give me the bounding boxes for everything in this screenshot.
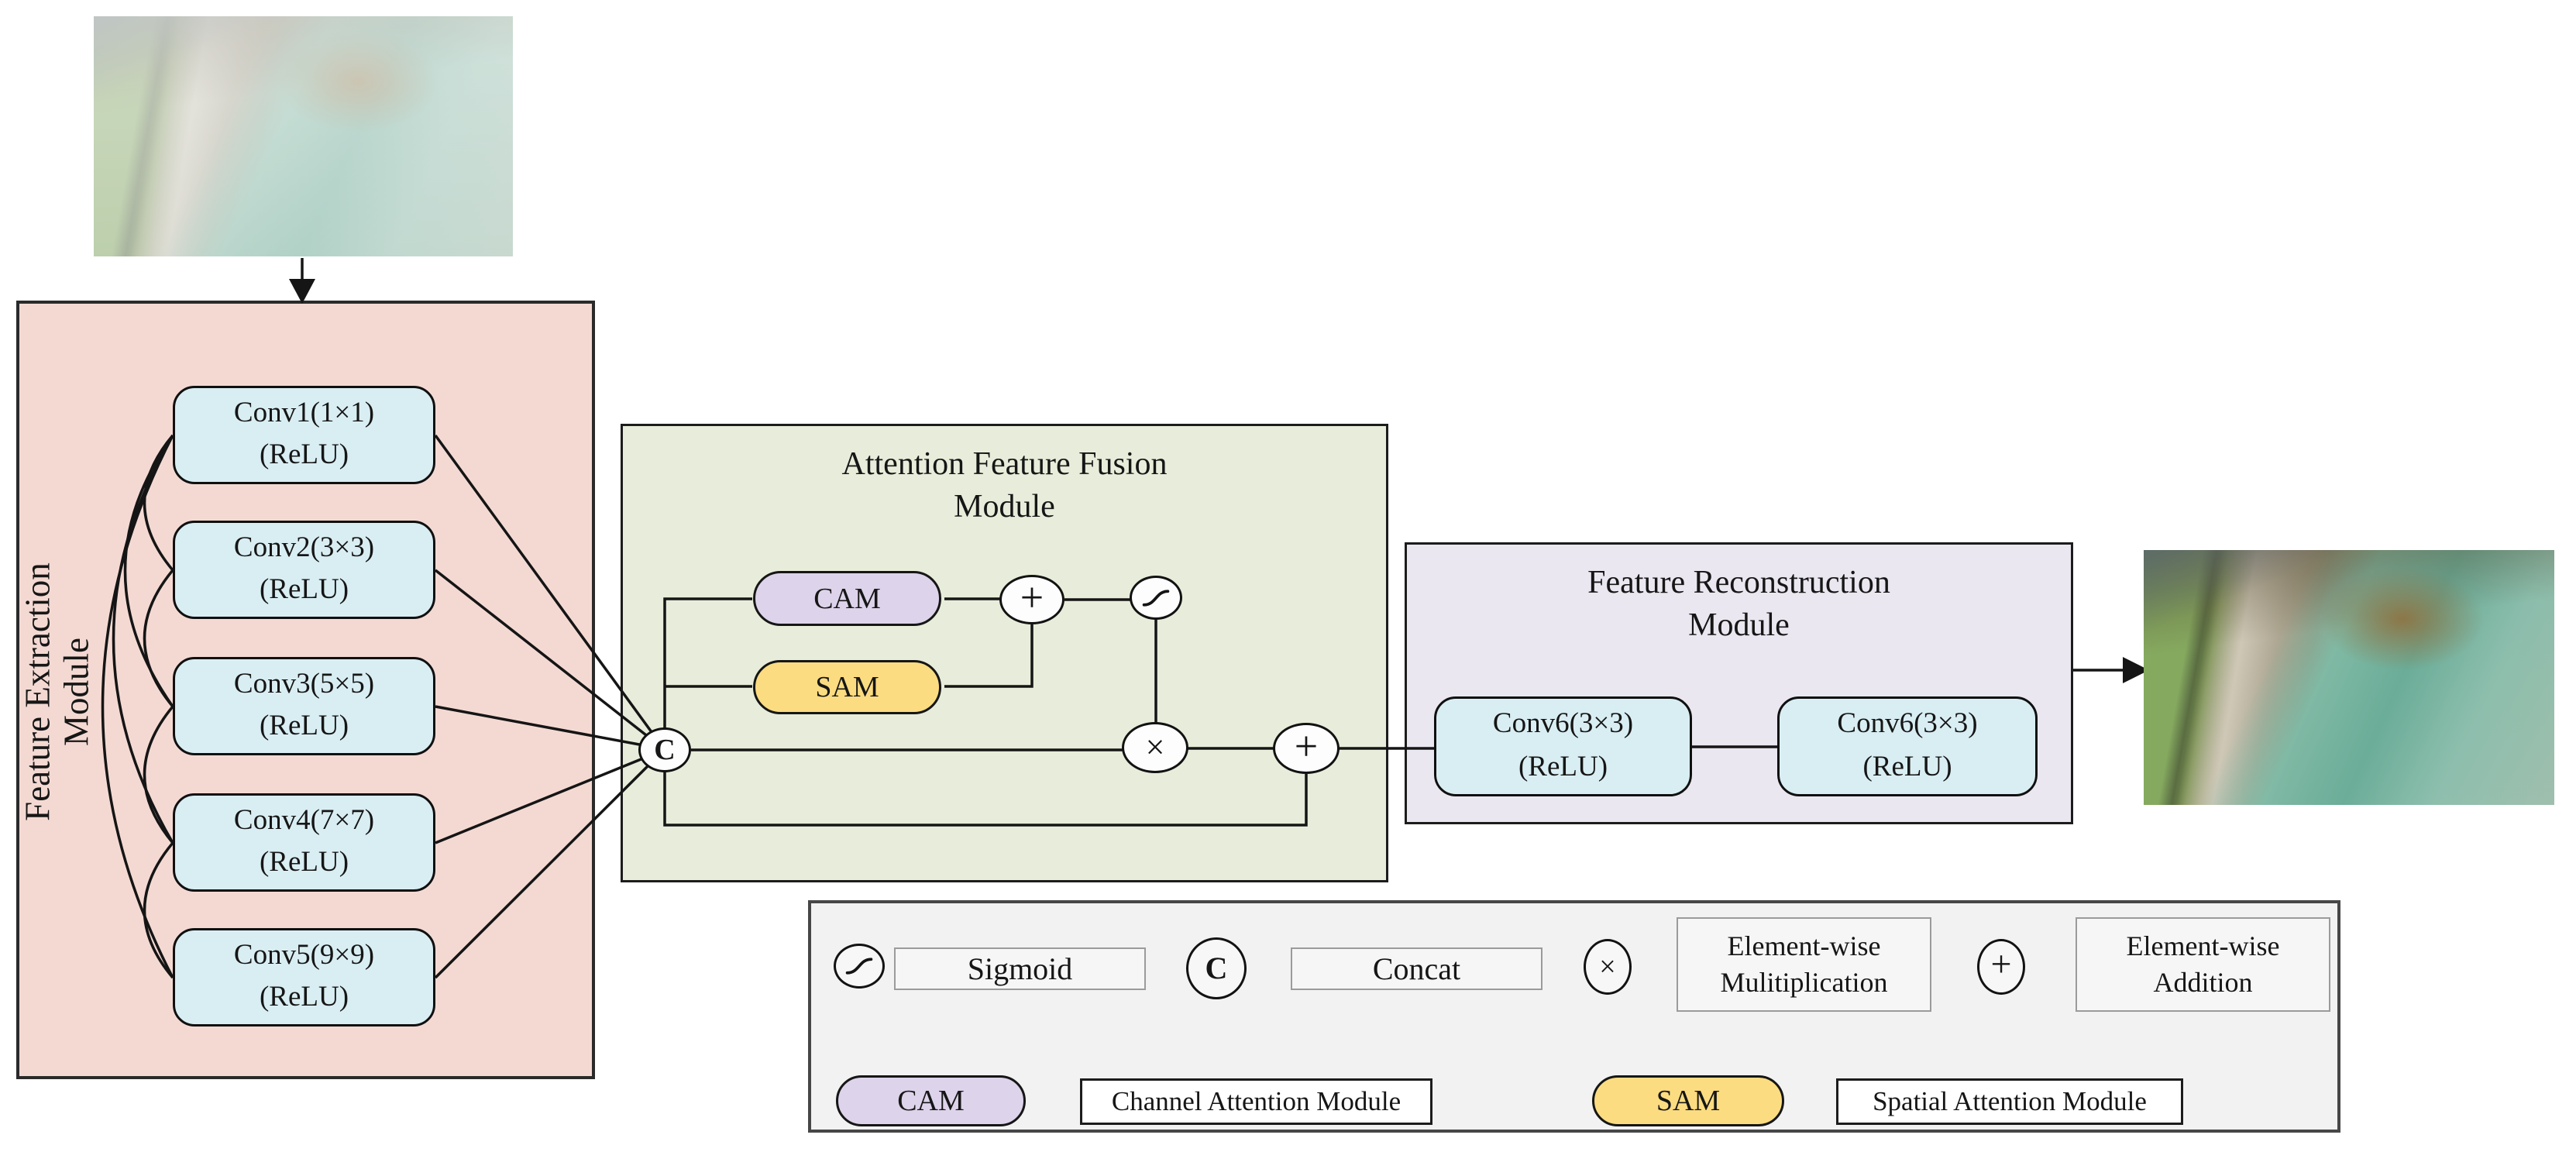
concat-circle: C [638,727,691,772]
output-arrow [2073,657,2149,683]
legend-concat-icon: C [1186,937,1247,999]
feature-reconstruction-title: Feature Reconstruction Module [1587,565,1890,643]
multiply-symbol: × [1145,728,1165,766]
conv-block-4: Conv4(7×7) (ReLU) [173,793,435,892]
conv-activation: (ReLU) [259,573,349,606]
cam-label: CAM [813,582,881,615]
add-circle-2: + [1273,723,1340,774]
conv-block-5: Conv5(9×9) (ReLU) [173,928,435,1026]
legend-cam-label: Channel Attention Module [1080,1078,1432,1125]
legend-sam-label: Spatial Attention Module [1836,1078,2183,1125]
conv-name: Conv6(3×3) [1492,707,1634,739]
sigmoid-curve-icon [1142,589,1170,607]
input-arrow [289,258,315,304]
add-circle-1: + [999,575,1064,624]
conv-name: Conv3(5×5) [233,668,375,700]
legend-cam-swatch: CAM [836,1075,1026,1126]
legend-symbol-text: × [1599,951,1616,983]
feature-extraction-title: Feature Extraction Module [18,562,96,821]
conv6-block-1: Conv6(3×3) (ReLU) [1434,696,1692,796]
conv-activation: (ReLU) [259,710,349,742]
conv-name: Conv2(3×3) [233,531,375,563]
attention-fusion-module: Attention Feature Fusion Module [621,424,1388,882]
legend-multiply-label: Element-wise Mulitiplication [1677,917,1931,1012]
conv-activation: (ReLU) [259,438,349,471]
dehazed-aerial-photo [2144,550,2554,805]
conv-block-2: Conv2(3×3) (ReLU) [173,521,435,619]
legend-label-text: Spatial Attention Module [1873,1086,2147,1116]
conv-name: Conv6(3×3) [1837,707,1978,739]
cam-block: CAM [753,571,941,626]
conv6-block-2: Conv6(3×3) (ReLU) [1777,696,2038,796]
legend-swatch-text: SAM [1656,1085,1721,1117]
sam-label: SAM [815,671,879,703]
input-image [94,16,513,256]
legend-concat-label: Concat [1291,947,1543,990]
concat-symbol: C [654,734,676,766]
attention-fusion-title: Attention Feature Fusion Module [841,446,1168,524]
legend-symbol-text: C [1205,951,1228,985]
legend-label-text: Element-wise Mulitiplication [1720,930,1888,998]
conv-activation: (ReLU) [1862,751,1952,783]
sigmoid-curve-icon [845,958,873,975]
legend-label-text: Concat [1372,951,1461,986]
conv-name: Conv4(7×7) [233,804,375,836]
legend-label-text: Sigmoid [967,951,1073,986]
conv-block-1: Conv1(1×1) (ReLU) [173,386,435,484]
conv-activation: (ReLU) [1518,751,1608,783]
sigmoid-circle [1130,576,1182,620]
legend-add-icon: + [1977,939,2025,995]
legend-swatch-text: CAM [897,1085,965,1117]
conv-block-3: Conv3(5×5) (ReLU) [173,657,435,755]
add-symbol: + [1294,723,1319,769]
legend: Sigmoid C Concat × Element-wise Mulitipl… [808,900,2340,1133]
legend-add-label: Element-wise Addition [2076,917,2330,1012]
conv-activation: (ReLU) [259,846,349,879]
conv-name: Conv1(1×1) [233,397,375,428]
multiply-circle: × [1122,722,1188,773]
legend-sam-swatch: SAM [1592,1075,1784,1126]
legend-symbol-text: + [1990,944,2012,985]
legend-sigmoid-label: Sigmoid [894,947,1146,990]
sam-block: SAM [753,660,941,714]
legend-multiply-icon: × [1584,939,1632,995]
conv-activation: (ReLU) [259,981,349,1013]
legend-label-text: Element-wise Addition [2126,930,2280,998]
legend-label-text: Channel Attention Module [1111,1086,1401,1116]
add-symbol: + [1020,574,1044,621]
hazy-aerial-photo [94,16,513,256]
legend-sigmoid-icon [834,944,885,989]
conv-name: Conv5(9×9) [233,939,375,971]
output-image [2144,550,2554,805]
